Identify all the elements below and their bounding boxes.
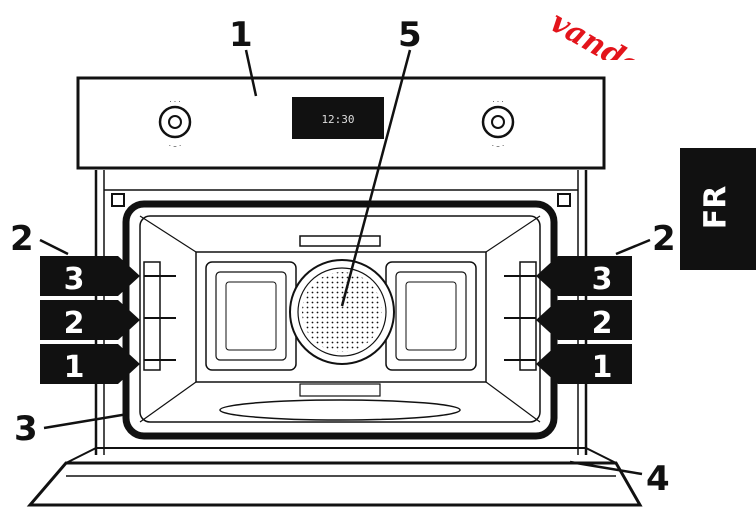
svg-text:· – ·: · – · (169, 142, 181, 150)
oven-cavity (122, 200, 558, 440)
display-readout: 12:30 (321, 113, 354, 126)
clock-display: 12:30 (292, 97, 384, 139)
shelf-label-left-1: 1 (64, 350, 85, 385)
shelf-tag-left-3: 3 (40, 256, 140, 297)
callout-fan: 5 (398, 15, 422, 55)
shelf-tag-right-3: 3 (536, 256, 632, 297)
shelf-label-left-3: 3 (64, 262, 85, 297)
svg-text:· · ·: · · · (169, 98, 180, 106)
callout-door: 4 (646, 459, 670, 499)
svg-text:· · ·: · · · (492, 98, 503, 106)
oven-door (26, 447, 643, 507)
callout-leaders (39, 49, 651, 476)
watermark-text: vandenborre.be (548, 5, 756, 60)
left-knob-icon: · · · · – · (158, 98, 192, 150)
fan-icon (289, 259, 395, 365)
callout-control-panel: 1 (229, 15, 253, 55)
language-tab-label: FR (698, 185, 734, 230)
shelf-tag-left-2: 2 (40, 300, 140, 341)
callout-side-rail-left: 2 (10, 219, 34, 259)
shelf-tag-right-1: 1 (536, 344, 632, 385)
shelf-label-right-2: 2 (592, 306, 613, 341)
svg-text:· – ·: · – · (492, 142, 504, 150)
control-panel: · · · · – · 12:30 · · · · – · (76, 76, 606, 170)
callout-side-rail-right: 2 (652, 219, 676, 259)
shelf-label-right-1: 1 (592, 350, 613, 385)
shelf-label-left-2: 2 (64, 306, 85, 341)
shelf-tag-left-1: 1 (40, 344, 140, 385)
shelf-tag-right-2: 2 (536, 300, 632, 341)
language-tab: FR (680, 148, 756, 270)
watermark-logo: vandenborre.be (548, 5, 756, 60)
right-knob-icon: · · · · – · (481, 98, 515, 150)
callout-door-seal: 3 (14, 409, 38, 449)
side-rail-left (143, 261, 176, 371)
side-rail-right (504, 261, 537, 371)
shelf-label-right-3: 3 (592, 262, 613, 297)
